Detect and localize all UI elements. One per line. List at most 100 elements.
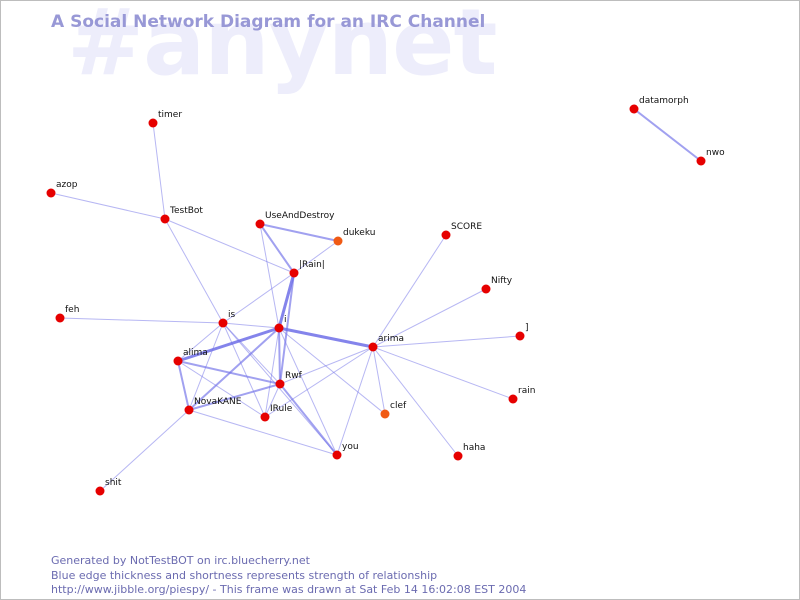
edge-is-IRule: [222, 322, 266, 418]
edge-is-alima: [177, 322, 224, 362]
node-arima: arima: [368, 334, 404, 352]
node-dot-IRainl: [289, 268, 299, 278]
edge-Rwf-NovaKANE: [188, 383, 281, 411]
node-dot-NovaKANE: [184, 405, 194, 415]
node-alima: alima: [173, 348, 208, 366]
node-label-nwo: nwo: [706, 148, 725, 158]
edge-Rwf-IRule: [264, 383, 281, 418]
node-dot-nwo: [696, 156, 706, 166]
edge-arima-you: [336, 346, 374, 456]
node-label-shit: shit: [105, 478, 122, 488]
node-dot-arima: [368, 342, 378, 352]
edge-UseAndDestroy-i: [259, 223, 280, 329]
node-label-clef: clef: [390, 401, 407, 411]
node-dot-is: [218, 318, 228, 328]
node-dot-haha: [453, 451, 463, 461]
node-IRainl: |Rain|: [289, 260, 325, 278]
node-Nifty: Nifty: [481, 276, 513, 294]
edge-UseAndDestroy-IRainl: [259, 223, 295, 274]
node-Rwf: Rwf: [275, 371, 303, 389]
node-dot-timer: [148, 118, 158, 128]
footer: Generated by NotTestBOT on irc.bluecherr…: [51, 554, 526, 598]
footer-legend-note: Blue edge thickness and shortness repres…: [51, 568, 438, 582]
edge-i-NovaKANE: [188, 327, 280, 411]
node-dot-Nifty: [481, 284, 491, 294]
edge-arima-rain: [372, 346, 514, 400]
edge-TestBot-IRainl: [164, 218, 295, 274]
node-label-timer: timer: [158, 110, 182, 120]
node-rain: rain: [508, 386, 535, 404]
node-label-dukeku: dukeku: [343, 228, 375, 238]
edge-alima-IRule: [177, 360, 266, 418]
edge-azop-TestBot: [50, 192, 166, 220]
edge-IRainl-i: [277, 271, 296, 330]
node-haha: haha: [453, 443, 485, 461]
edge-i-you: [278, 327, 338, 456]
edge-arima-haha: [372, 346, 459, 457]
node-dot-i: [274, 323, 284, 333]
node-label-IRule: IRule: [270, 404, 293, 414]
node-NovaKANE: NovaKANE: [184, 397, 242, 415]
edge-NovaKANE-you: [188, 409, 338, 456]
node-dot-shit: [95, 486, 105, 496]
node-shit: shit: [95, 478, 122, 496]
node-label-Rwf: Rwf: [285, 371, 303, 381]
edge-i-clef: [278, 327, 386, 415]
node-dot-you: [332, 450, 342, 460]
node-label-haha: haha: [463, 443, 485, 453]
node-dot-SCORE: [441, 230, 451, 240]
node-label-datamorph: datamorph: [639, 96, 689, 106]
edge-IRainl-is: [222, 272, 295, 324]
node-label-Nifty: Nifty: [491, 276, 513, 286]
node-label-NovaKANE: NovaKANE: [194, 397, 242, 407]
node-timer: timer: [148, 110, 182, 128]
edge-arima-Rwf: [279, 346, 374, 385]
edge-arima-clef: [372, 346, 386, 415]
node-label-azop: azop: [56, 180, 78, 190]
node-dot-feh: [55, 313, 65, 323]
node-label-you: you: [342, 442, 359, 452]
node-TestBot: TestBot: [160, 206, 203, 224]
node-UseAndDestroy: UseAndDestroy: [255, 211, 335, 229]
node-IRule: IRule: [260, 404, 293, 422]
node-dot-bracket: [515, 331, 525, 341]
edge-i-arima: [277, 326, 375, 349]
edge-alima-Rwf: [177, 360, 281, 385]
edge-alima-NovaKANE: [177, 360, 190, 411]
node-is: is: [218, 310, 236, 328]
node-label-TestBot: TestBot: [169, 206, 203, 216]
edge-UseAndDestroy-dukeku: [259, 223, 339, 242]
node-label-feh: feh: [65, 305, 79, 315]
node-dot-azop: [46, 188, 56, 198]
node-i: i: [274, 315, 287, 333]
diagram-title: A Social Network Diagram for an IRC Chan…: [51, 12, 486, 32]
edge-NovaKANE-shit: [99, 409, 190, 492]
edge-Rwf-you: [279, 383, 338, 456]
edge-arima-bracket: [372, 335, 521, 348]
edge-i-is: [222, 322, 280, 329]
node-nwo: nwo: [696, 148, 725, 166]
edge-is-you: [222, 322, 338, 456]
edge-TestBot-is: [164, 218, 224, 324]
node-dot-Rwf: [275, 379, 285, 389]
node-you: you: [332, 442, 359, 460]
node-dot-UseAndDestroy: [255, 219, 265, 229]
edge-arima-IRule: [264, 346, 374, 418]
node-datamorph: datamorph: [629, 96, 689, 114]
node-label-SCORE: SCORE: [451, 222, 482, 232]
node-dot-datamorph: [629, 104, 639, 114]
node-label-i: i: [284, 315, 287, 325]
node-azop: azop: [46, 180, 78, 198]
node-dot-TestBot: [160, 214, 170, 224]
node-dot-alima: [173, 356, 183, 366]
node-label-arima: arima: [378, 334, 404, 344]
node-clef: clef: [380, 401, 407, 419]
node-label-IRainl: |Rain|: [299, 260, 325, 270]
edge-dukeku-IRainl: [293, 240, 339, 274]
edge-i-Rwf: [278, 327, 281, 385]
edge-i-alima: [176, 326, 281, 363]
edge-datamorph-nwo: [633, 108, 702, 162]
edge-arima-SCORE: [372, 234, 447, 348]
